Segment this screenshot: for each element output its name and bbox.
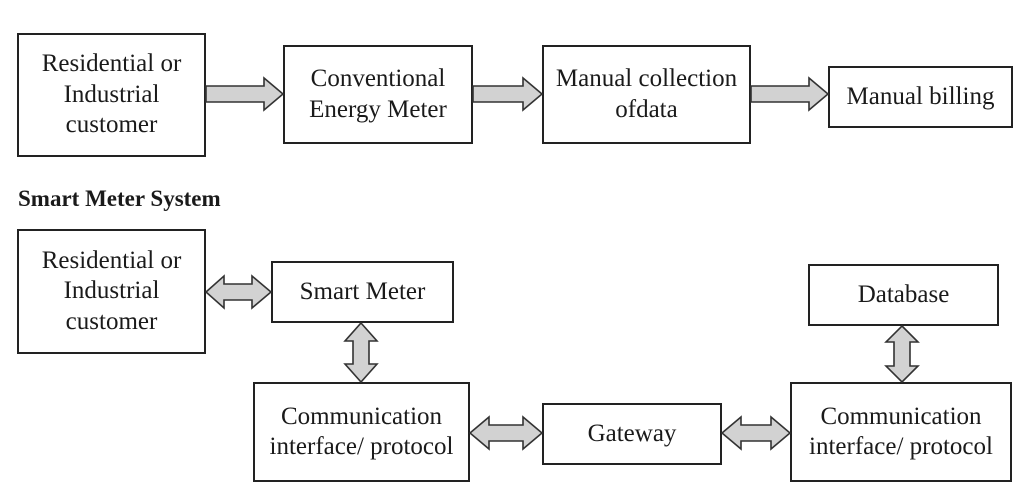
arrow-comm-left-gateway xyxy=(468,415,544,451)
smart-customer-box: Residential or Industrial customer xyxy=(17,229,206,354)
conv-billing-box: Manual billing xyxy=(828,66,1013,128)
smart-section-title: Smart Meter System xyxy=(18,186,221,211)
arrow-gateway-comm-right xyxy=(720,415,792,451)
database-label: Database xyxy=(857,280,950,308)
comm-interface-left-box: Communication interface/ protocol xyxy=(253,382,470,482)
comm-interface-right-box: Communication interface/ protocol xyxy=(790,382,1012,482)
smart-meter-label: Smart Meter xyxy=(299,277,426,305)
arrow-customer-smart-meter xyxy=(204,274,273,310)
smart-meter-box: Smart Meter xyxy=(271,261,454,323)
arrow-customer-to-meter xyxy=(205,76,285,112)
arrow-smart-meter-comm-left xyxy=(343,321,379,384)
conv-customer-box: Residential or Industrial customer xyxy=(17,33,206,157)
conv-meter-label: Conventional Energy Meter xyxy=(309,65,447,123)
conv-collection-box: Manual collection ofdata xyxy=(542,45,751,144)
gateway-label: Gateway xyxy=(587,419,677,447)
comm-interface-left-label: Communication interface/ protocol xyxy=(269,402,454,461)
conv-meter-box: Conventional Energy Meter xyxy=(283,45,473,144)
database-box: Database xyxy=(808,264,999,326)
arrow-meter-to-collection xyxy=(472,76,544,112)
smart-customer-label: Residential or Industrial customer xyxy=(41,246,182,335)
conv-customer-label: Residential or Industrial customer xyxy=(41,50,182,139)
gateway-box: Gateway xyxy=(542,403,722,465)
arrow-collection-to-billing xyxy=(750,76,830,112)
conv-collection-label: Manual collection ofdata xyxy=(555,65,738,123)
conv-billing-label: Manual billing xyxy=(846,82,995,110)
comm-interface-right-label: Communication interface/ protocol xyxy=(809,402,993,461)
arrow-database-comm-right xyxy=(884,324,920,384)
